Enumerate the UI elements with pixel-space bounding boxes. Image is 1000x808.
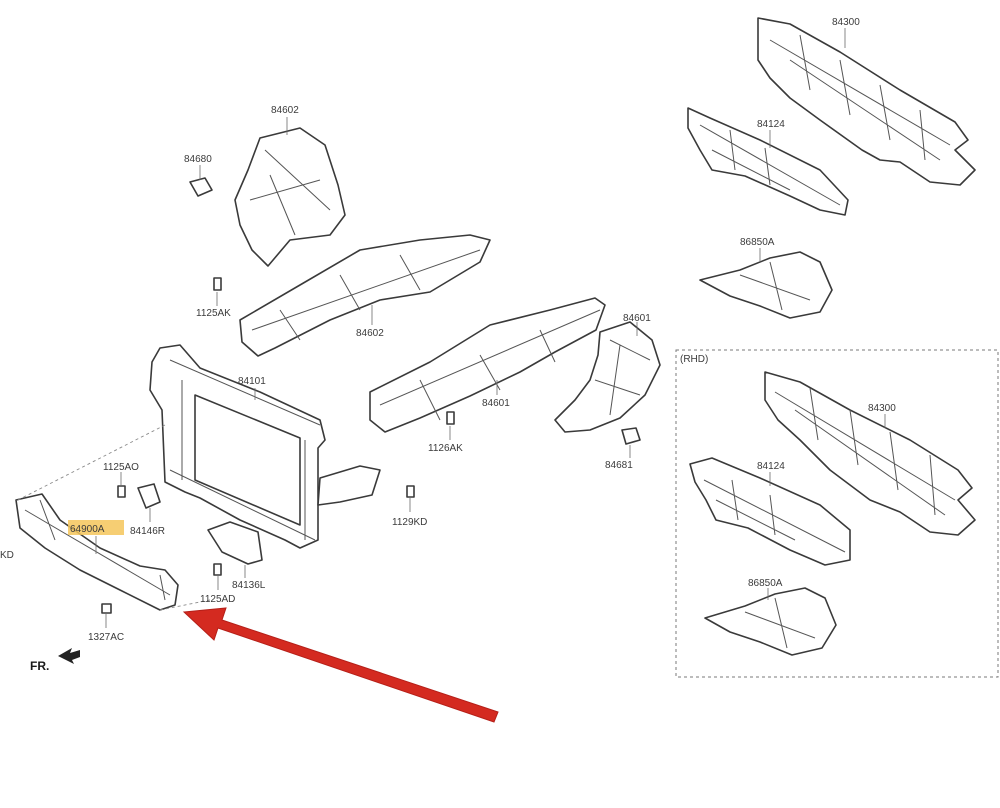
label-86850a-top: 86850A xyxy=(740,237,775,248)
bolt-1125ao: 1125AO xyxy=(103,462,139,498)
label-84601-rail: 84601 xyxy=(482,398,510,409)
front-label: FR. xyxy=(30,659,49,673)
front-arrow-icon xyxy=(58,648,80,664)
label-1125ak: 1125AK xyxy=(196,308,231,319)
side-rail-84602: 84602 xyxy=(239,234,491,357)
support-bracket-right xyxy=(317,465,381,506)
label-86850a-rhd: 86850A xyxy=(748,578,783,589)
bolt-1125ak: 1125AK xyxy=(196,277,231,319)
highlight-64900a xyxy=(68,520,124,535)
label-84124-rhd: 84124 xyxy=(757,461,785,472)
bumper-beam-64900a: 64900A xyxy=(15,424,211,611)
side-rail-84601: 84601 xyxy=(369,297,606,433)
bracket-84146r: 84146R xyxy=(130,483,165,537)
radiator-support-84101: 84101 xyxy=(149,344,326,549)
label-84146r: 84146R xyxy=(130,526,165,537)
label-84681: 84681 xyxy=(605,460,633,471)
pad-86850a: 86850A xyxy=(699,237,833,319)
rhd-title: (RHD) xyxy=(680,354,708,365)
rhd-variant-box: (RHD) 84300 84124 86850A xyxy=(675,349,999,678)
bracket-84680: 84680 xyxy=(184,154,213,197)
label-64900a: 64900A xyxy=(70,524,105,535)
label-84602-rail: 84602 xyxy=(356,328,384,339)
bolt-1126ak: 1126AK xyxy=(428,411,463,454)
bolt-1129kd: 1129KD xyxy=(392,485,427,528)
label-84602: 84602 xyxy=(271,105,299,116)
dash-panel-84300: 84300 xyxy=(757,17,976,186)
label-84136l: 84136L xyxy=(232,580,266,591)
red-pointer-arrow xyxy=(182,607,499,723)
label-84680: 84680 xyxy=(184,154,212,165)
label-1126ak: 1126AK xyxy=(428,443,463,454)
label-1125ad: 1125AD xyxy=(200,594,235,605)
dash-panel-84300-rhd: 84300 xyxy=(764,371,976,536)
bolt-1125ad: 1125AD xyxy=(200,563,235,605)
bracket-84136l: 84136L xyxy=(207,521,266,591)
label-1129kd: 1129KD xyxy=(392,517,427,528)
apron-84602: 84602 xyxy=(234,105,346,267)
bracket-84681: 84681 xyxy=(605,427,641,471)
label-84300-rhd: 84300 xyxy=(868,403,896,414)
label-84124-top: 84124 xyxy=(757,119,785,130)
label-84101: 84101 xyxy=(238,376,266,387)
apron-84601: 84601 xyxy=(554,313,661,433)
pad-86850a-rhd: 86850A xyxy=(704,578,837,656)
label-kd-left: KD xyxy=(0,550,14,561)
label-1125ao: 1125AO xyxy=(103,462,139,473)
nut-1327ac: 1327AC xyxy=(88,603,124,643)
label-84300-top: 84300 xyxy=(832,17,860,28)
label-1327ac: 1327AC xyxy=(88,632,124,643)
label-84601: 84601 xyxy=(623,313,651,324)
cowl-panel-84124-rhd: 84124 xyxy=(689,457,851,566)
cowl-panel-84124: 84124 xyxy=(687,107,849,216)
front-direction-indicator: FR. xyxy=(30,648,80,673)
